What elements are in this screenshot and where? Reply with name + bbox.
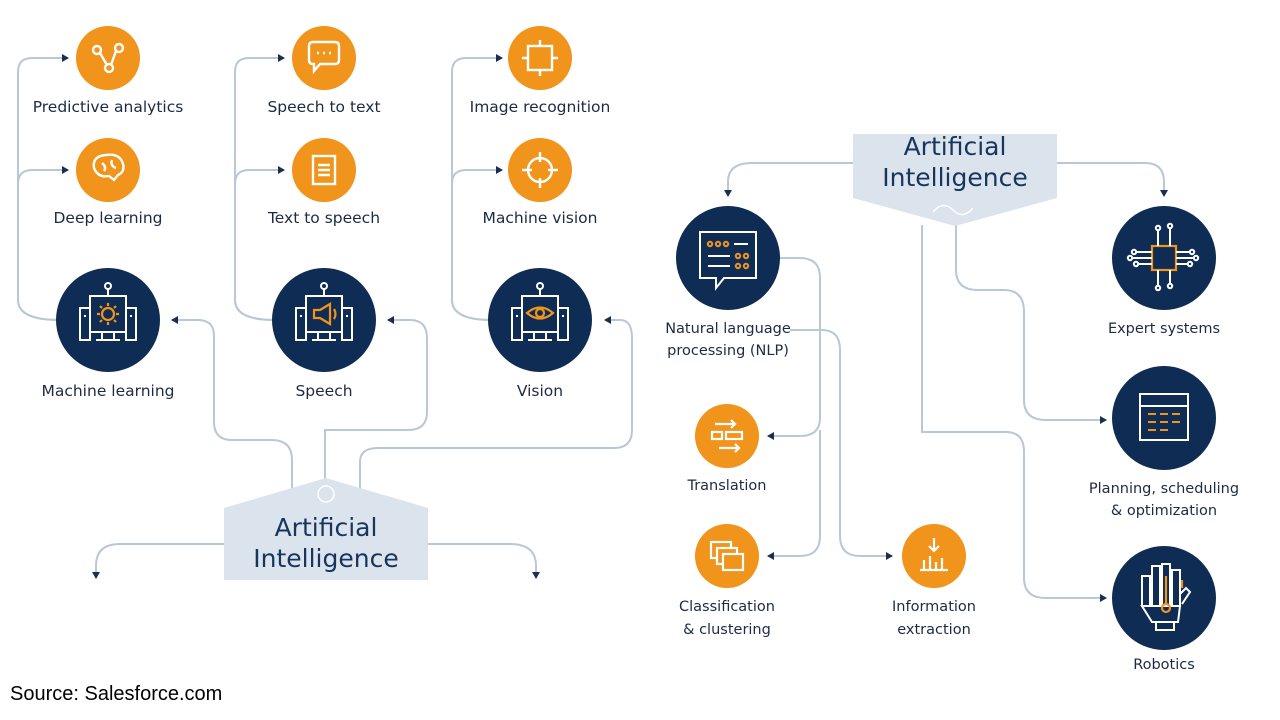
left-title-panel bbox=[224, 478, 428, 580]
planning-label-line2: & optimization bbox=[1110, 503, 1218, 519]
planning-label-line1: Planning, scheduling bbox=[1088, 481, 1240, 497]
robot-hand-icon bbox=[1112, 546, 1216, 650]
network-nodes-icon bbox=[76, 26, 140, 90]
stacked-layers-icon bbox=[695, 524, 759, 588]
source-credit: Source: Salesforce.com bbox=[10, 683, 223, 705]
speech-to-text-label: Speech to text bbox=[267, 98, 381, 116]
information-extraction-label-line2: extraction bbox=[897, 622, 971, 638]
bar-extract-icon bbox=[902, 524, 966, 588]
speech-label: Speech bbox=[295, 382, 353, 400]
information-extraction-label-line1: Information bbox=[892, 599, 976, 615]
chat-panel-icon bbox=[676, 206, 780, 310]
robotics-label: Robotics bbox=[1133, 657, 1195, 673]
speech-bubble-icon bbox=[292, 26, 356, 90]
text-to-speech-label: Text to speech bbox=[267, 209, 381, 227]
brain-icon bbox=[76, 138, 140, 202]
deep-learning-label: Deep learning bbox=[53, 209, 163, 227]
nlp-label-line1: Natural language bbox=[665, 321, 791, 337]
robot-eye-icon bbox=[488, 268, 592, 372]
robot-megaphone-icon bbox=[272, 268, 376, 372]
robot-gear-icon bbox=[56, 268, 160, 372]
crosshair-icon bbox=[508, 138, 572, 202]
calendar-icon bbox=[1112, 366, 1216, 470]
translation-label: Translation bbox=[687, 478, 767, 494]
left-ai-title-line1: Artificial bbox=[274, 513, 378, 542]
classification-label-line1: Classification bbox=[679, 599, 775, 615]
classification-label-line2: & clustering bbox=[683, 622, 771, 638]
predictive-analytics-label: Predictive analytics bbox=[32, 98, 184, 116]
document-icon bbox=[292, 138, 356, 202]
frame-focus-icon bbox=[508, 26, 572, 90]
expert-systems-label: Expert systems bbox=[1107, 321, 1221, 337]
translation-icon bbox=[695, 404, 759, 468]
image-recognition-label: Image recognition bbox=[469, 98, 611, 116]
machine-learning-label: Machine learning bbox=[41, 382, 175, 400]
circuit-chip-icon bbox=[1112, 206, 1216, 310]
left-ai-title-line2: Intelligence bbox=[253, 544, 399, 573]
right-ai-title-line1: Artificial bbox=[903, 132, 1007, 161]
vision-label: Vision bbox=[516, 382, 564, 400]
machine-vision-label: Machine vision bbox=[482, 209, 598, 227]
right-title-panel bbox=[853, 134, 1057, 226]
right-ai-title-line2: Intelligence bbox=[882, 163, 1028, 192]
nlp-label-line2: processing (NLP) bbox=[667, 343, 789, 359]
